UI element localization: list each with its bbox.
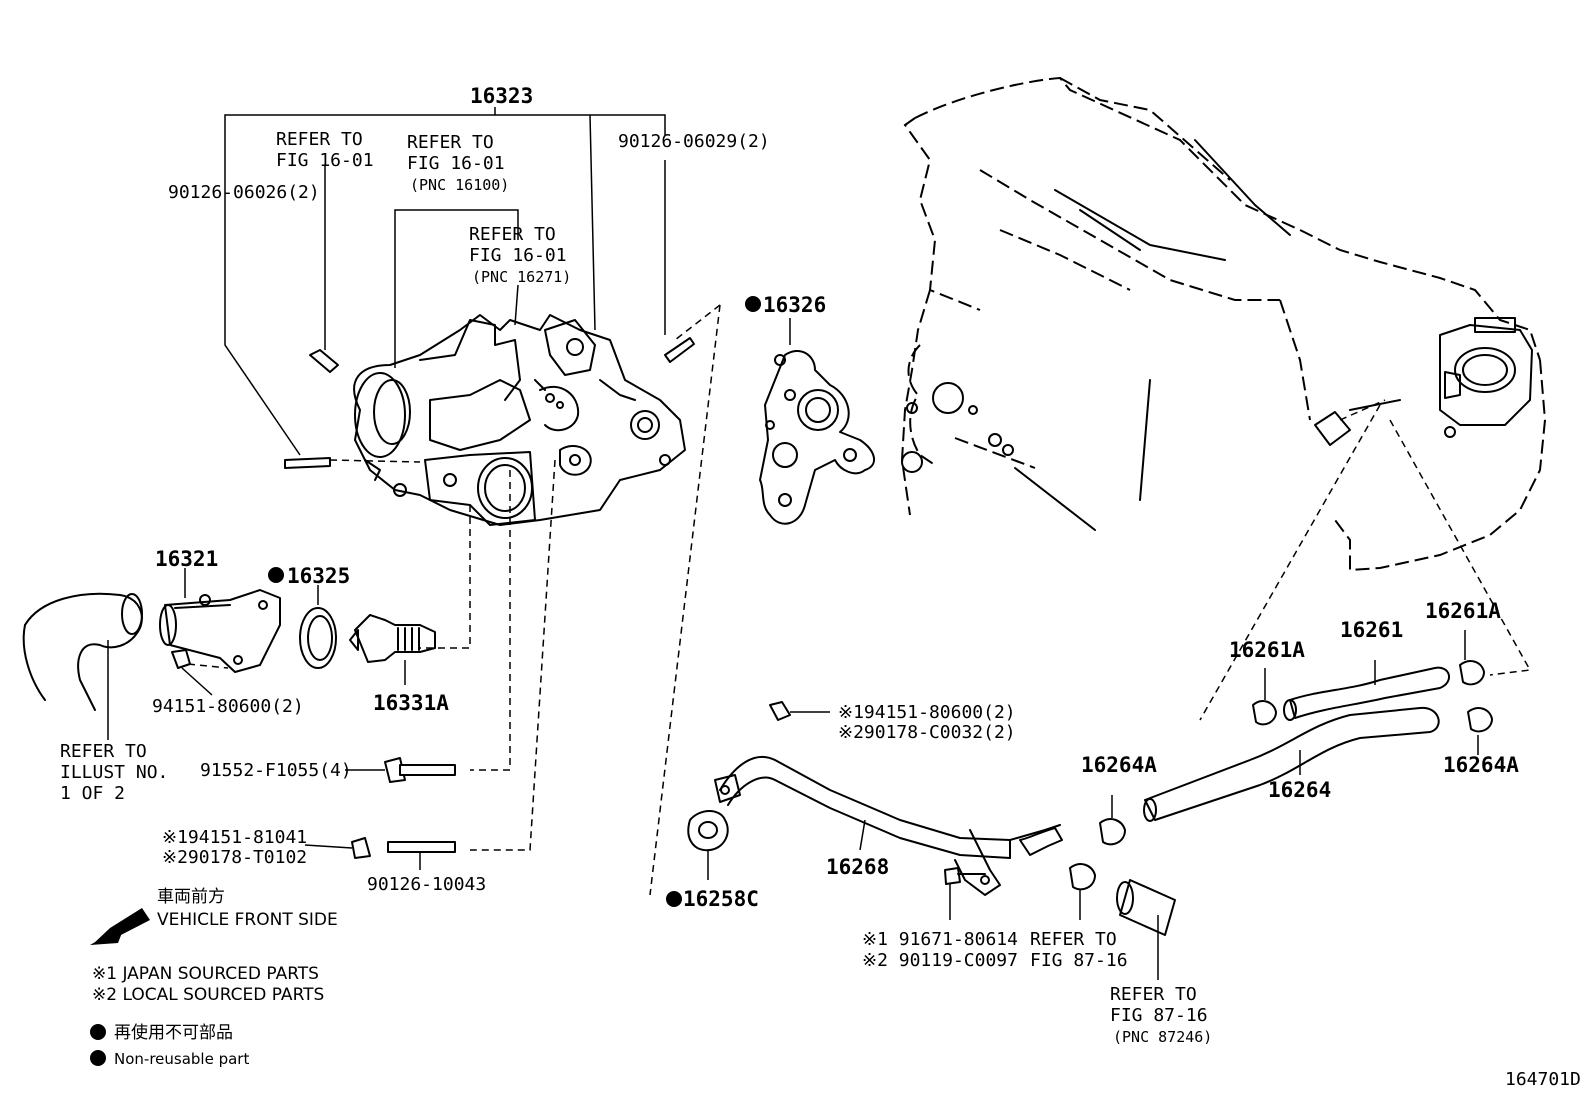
- note-local-sourced: ※2 LOCAL SOURCED PARTS: [92, 985, 324, 1005]
- part-90119-c0097-label: ※2 90119-C0097: [862, 950, 1018, 971]
- radiator-hose-left: [22, 592, 143, 740]
- part-16258c-label: 16258C: [683, 887, 759, 911]
- part-16323-label: 16323: [470, 84, 533, 108]
- part-91552-f1055-label: 91552-F1055(4): [200, 760, 352, 781]
- refer-fig-16-01-c-line2: FIG 16-01: [469, 245, 567, 266]
- part-90126-10043-label: 90126-10043: [367, 874, 486, 895]
- callout-lines-16323: [224, 107, 666, 463]
- part-16268-label: 16268: [826, 855, 889, 879]
- non-reusable-jp: 再使用不可部品: [114, 1022, 233, 1043]
- non-reusable-en: Non-reusable part: [114, 1050, 249, 1068]
- refer-fig-16-01-b-line3: (PNC 16100): [410, 176, 509, 194]
- refer-fig-16-01-c-line3: (PNC 16271): [472, 268, 571, 286]
- part-16325-label: 16325: [287, 564, 350, 588]
- hose-16264: [1143, 706, 1440, 822]
- refer-illust-line3: 1 OF 2: [60, 783, 125, 804]
- vehicle-front-arrow-icon: [90, 908, 150, 945]
- refer-fig-16-01-a-line2: FIG 16-01: [276, 150, 374, 171]
- hose-16261: [1283, 660, 1450, 721]
- note-japan-sourced: ※1 JAPAN SOURCED PARTS: [92, 964, 319, 984]
- water-inlet-16321: [159, 568, 281, 673]
- part-16326-label: 16326: [763, 293, 826, 317]
- refer-fig-16-01-b-line2: FIG 16-01: [407, 153, 505, 174]
- part-91671-80614-label: ※1 91671-80614: [862, 929, 1018, 950]
- legend-dot-en: [90, 1050, 106, 1066]
- part-94151-80600-label: 94151-80600(2): [152, 696, 304, 717]
- refer-fig-87-16-b-line3: (PNC 87246): [1113, 1028, 1212, 1046]
- hose-clamps: [1069, 795, 1126, 920]
- thermostat-16331a: [349, 614, 436, 685]
- part-90178-t0102-label: ※290178-T0102: [162, 847, 307, 868]
- bolt-94151-80600: [171, 649, 213, 696]
- part-16261-label: 16261: [1340, 618, 1403, 642]
- part-16264-label: 16264: [1268, 778, 1331, 802]
- part-90126-06026-label: 90126-06026(2): [168, 182, 320, 203]
- part-16261a-right-label: 16261A: [1425, 599, 1501, 623]
- part-16264a-left-label: 16264A: [1081, 753, 1157, 777]
- bolt-91552-f1055: [345, 757, 456, 783]
- dashed-alignment-lines: [187, 304, 1532, 896]
- non-reusable-dot-16325: [268, 567, 284, 583]
- vehicle-front-en: VEHICLE FRONT SIDE: [157, 910, 338, 930]
- stud-90126-10043: [304, 837, 456, 870]
- vehicle-front-jp: 車両前方: [157, 887, 225, 907]
- figure-code: 164701D: [1505, 1069, 1581, 1090]
- part-94151-81041-label: ※194151-81041: [162, 827, 307, 848]
- o-ring-16325: [299, 585, 337, 669]
- water-pump-assembly: [353, 314, 686, 526]
- refer-fig-16-01-b-line1: REFER TO: [407, 132, 494, 153]
- refer-fig-16-01-a-line1: REFER TO: [276, 129, 363, 150]
- hose-clamps-right: [1252, 630, 1493, 755]
- part-16261a-left-label: 16261A: [1229, 638, 1305, 662]
- pump-fasteners: [284, 337, 695, 469]
- refer-fig-87-16-a-line1: REFER TO: [1030, 929, 1117, 950]
- part-16264a-right-label: 16264A: [1443, 753, 1519, 777]
- refer-fig-87-16-a-line2: FIG 87-16: [1030, 950, 1128, 971]
- refer-illust-line2: ILLUST NO.: [60, 762, 168, 783]
- gasket-16258c: [687, 810, 729, 880]
- water-pipe-16268: [714, 701, 1063, 920]
- part-94151-80600-b-label: ※194151-80600(2): [838, 702, 1016, 723]
- gasket-16326: [759, 318, 875, 525]
- refer-fig-87-16-b-line1: REFER TO: [1110, 984, 1197, 1005]
- part-16331a-label: 16331A: [373, 691, 449, 715]
- refer-fig-16-01-c-line1: REFER TO: [469, 224, 556, 245]
- non-reusable-dot-16326: [745, 296, 761, 312]
- hose-end-87246: [1116, 879, 1176, 980]
- part-16321-label: 16321: [155, 547, 218, 571]
- engine-block-outline: [900, 76, 1547, 572]
- non-reusable-dot-16258c: [666, 891, 682, 907]
- part-90178-c0032-label: ※290178-C0032(2): [838, 722, 1016, 743]
- legend-dot-jp: [90, 1024, 106, 1040]
- part-90126-06029-label: 90126-06029(2): [618, 131, 770, 152]
- refer-illust-line1: REFER TO: [60, 741, 147, 762]
- refer-fig-87-16-b-line2: FIG 87-16: [1110, 1005, 1208, 1026]
